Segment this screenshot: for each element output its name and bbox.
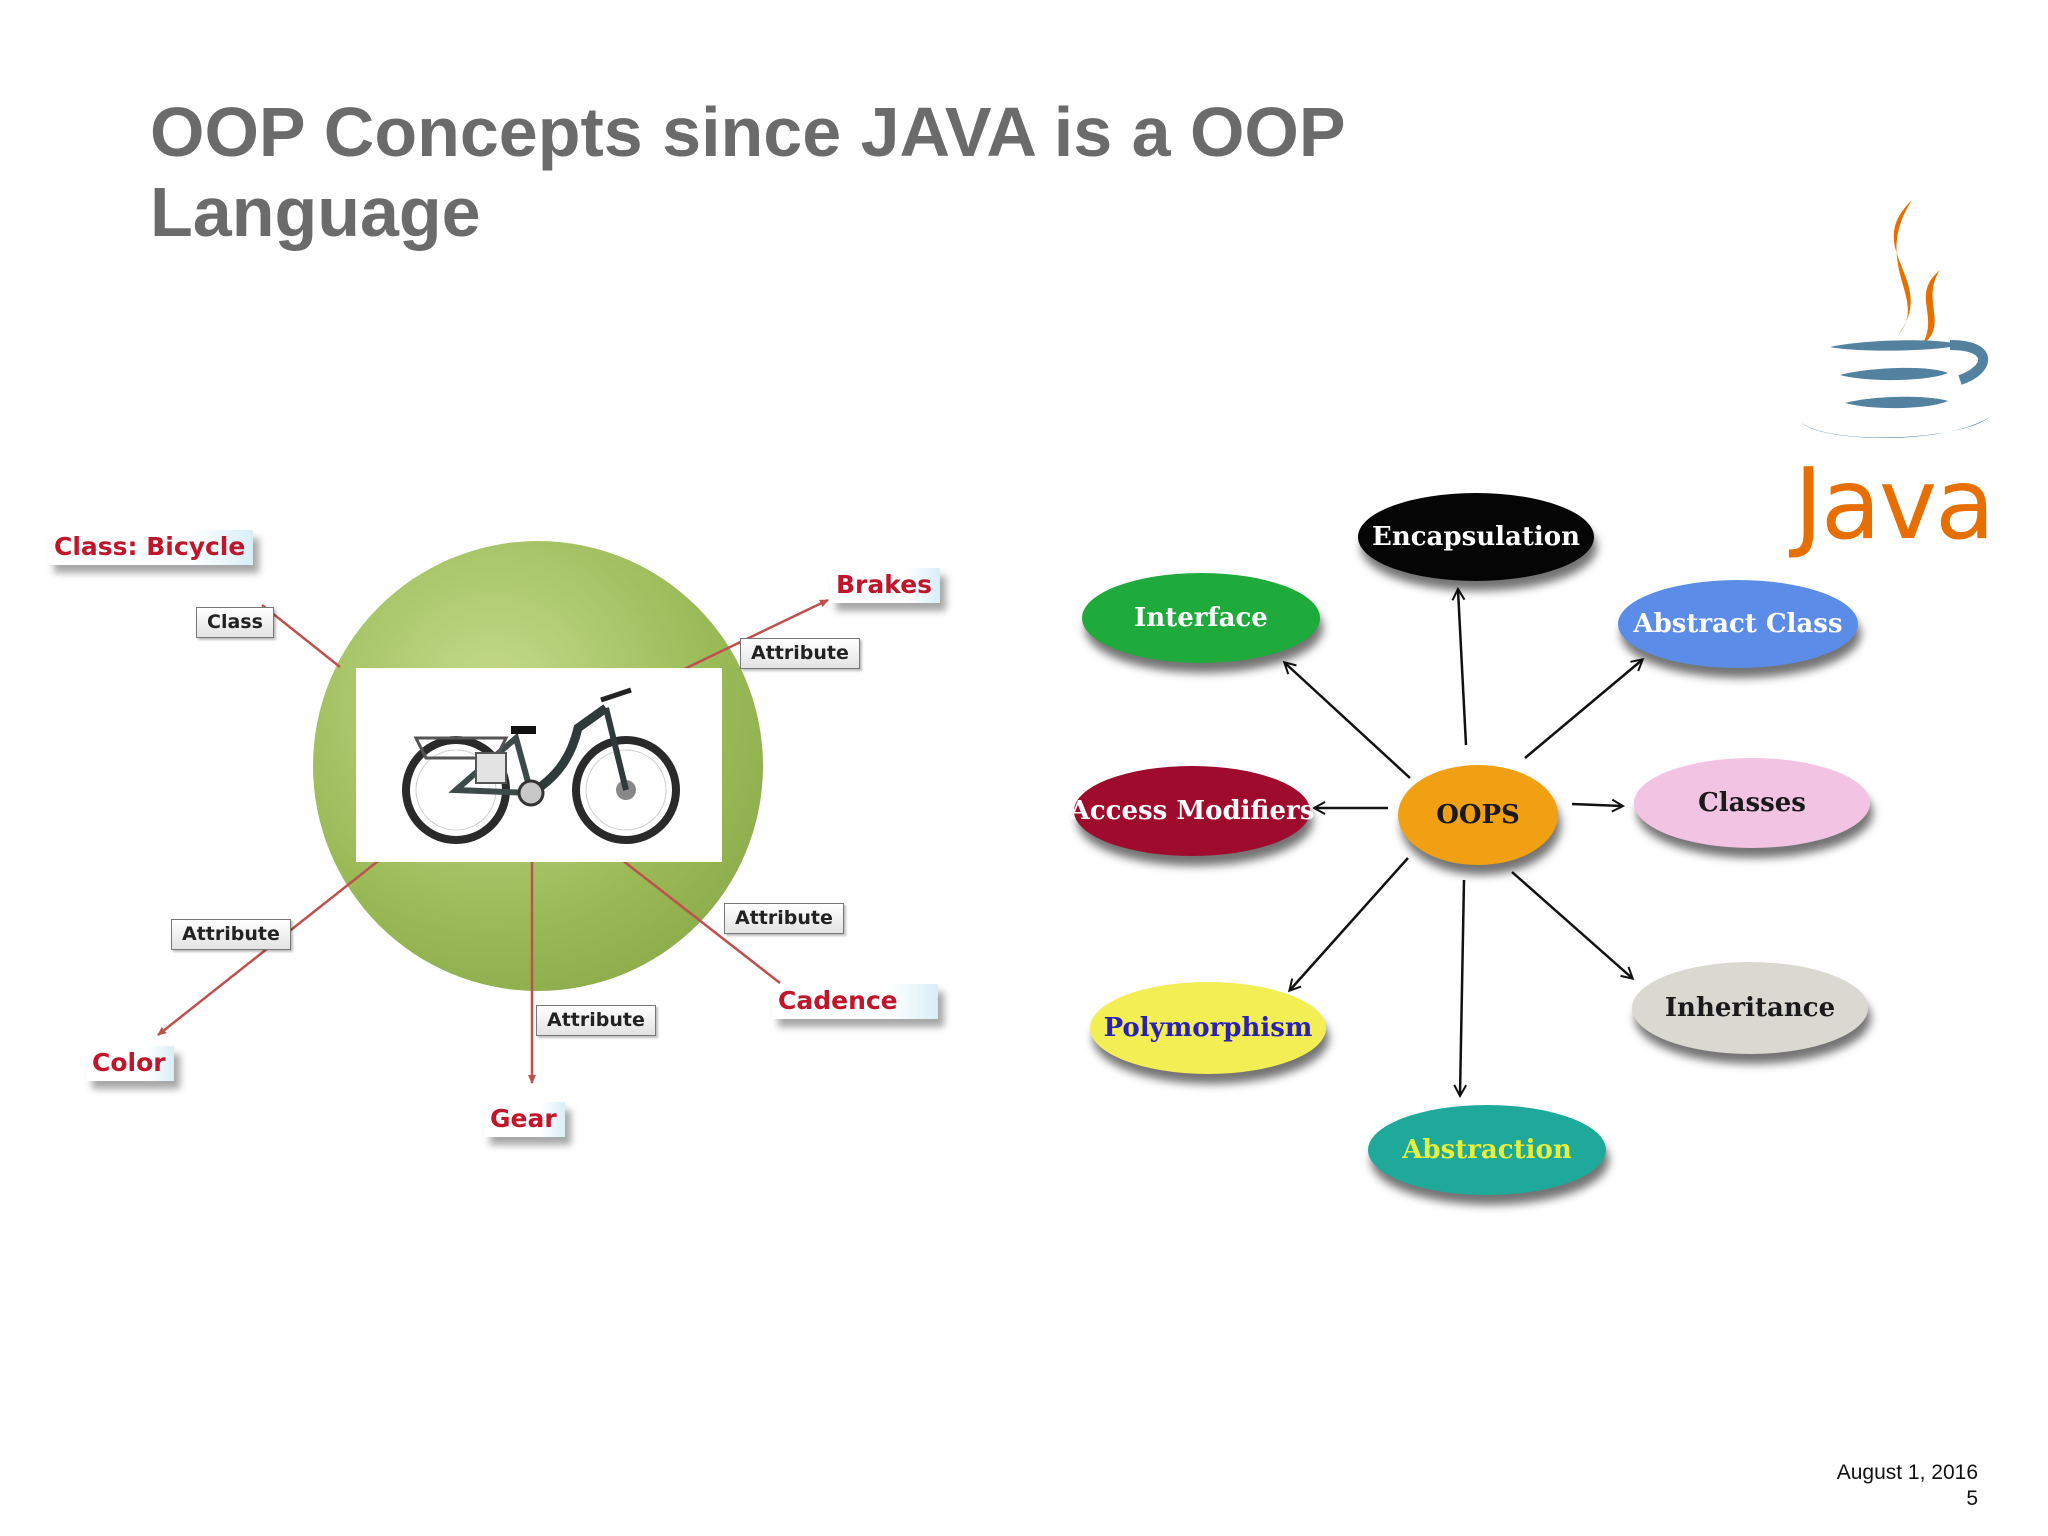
attribute-tag-cadence: Attribute <box>724 903 844 934</box>
brakes-label: Brakes <box>830 568 941 603</box>
class-name-label: Class: Bicycle <box>48 530 254 565</box>
interface-node: Interface <box>1082 573 1320 663</box>
bicycle-icon <box>402 687 680 844</box>
slide-title-line-1: OOP Concepts since JAVA is a OOP <box>150 93 1346 171</box>
gear-label: Gear <box>484 1102 565 1137</box>
color-label: Color <box>86 1046 174 1081</box>
attribute-tag-gear: Attribute <box>536 1005 656 1036</box>
arrow-to-abstract-class <box>1524 660 1642 759</box>
arrow-to-interface <box>1285 663 1411 779</box>
encapsulation-node: Encapsulation <box>1358 493 1594 581</box>
slide-footer: August 1, 2016 5 <box>1837 1460 1978 1512</box>
java-logo-text: Java <box>1794 448 1995 562</box>
slide-title: OOP Concepts since JAVA is a OOP Languag… <box>150 92 1550 252</box>
oops-center-node: OOPS <box>1398 765 1558 865</box>
slide-title-line-2: Language <box>150 173 481 251</box>
abstraction-node: Abstraction <box>1368 1105 1606 1195</box>
class-connector <box>261 604 341 668</box>
arrow-to-classes <box>1571 804 1622 806</box>
class-tag: Class <box>196 607 274 638</box>
arrow-to-polymorphism <box>1290 857 1409 990</box>
java-logo: Java <box>1790 195 2010 585</box>
inheritance-node: Inheritance <box>1632 962 1868 1054</box>
arrow-to-inheritance <box>1511 871 1632 978</box>
abstract-class-node: Abstract Class <box>1618 580 1858 668</box>
footer-date: August 1, 2016 <box>1836 1461 1978 1484</box>
page-number: 5 <box>1966 1487 1978 1510</box>
access-modifiers-node: Access Modifiers <box>1070 766 1314 856</box>
arrow-to-encapsulation <box>1458 590 1468 746</box>
arrow-to-abstraction <box>1460 879 1464 1095</box>
cadence-label: Cadence <box>772 984 938 1019</box>
java-cup-icon <box>1802 200 1990 438</box>
polymorphism-node: Polymorphism <box>1090 982 1326 1074</box>
classes-node: Classes <box>1634 758 1870 848</box>
attribute-tag-color: Attribute <box>171 919 291 950</box>
bicycle-image <box>356 668 722 862</box>
attribute-tag-brakes: Attribute <box>740 638 860 669</box>
